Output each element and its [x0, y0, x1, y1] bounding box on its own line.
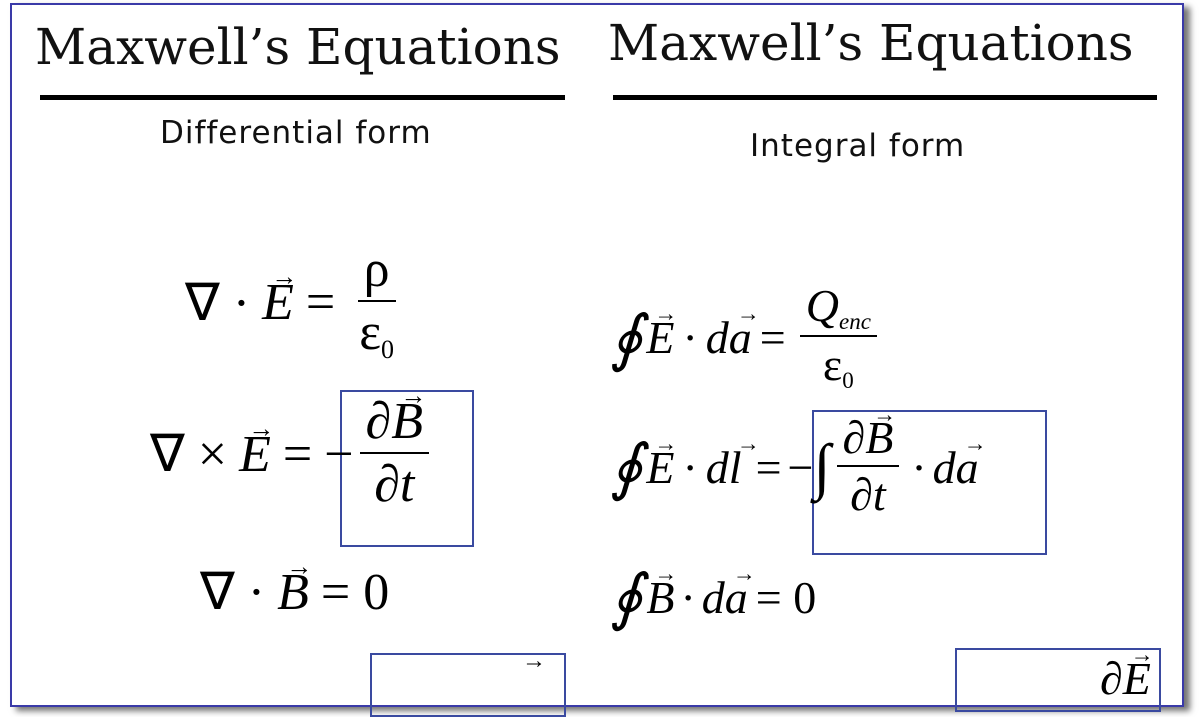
partial: ∂: [365, 393, 392, 450]
gauss-magnetism-differential: ∇ · B = 0: [200, 552, 390, 622]
integral: ∫: [813, 432, 831, 501]
magnetic-field-vector: B: [646, 561, 677, 624]
contour-integral: ∮: [610, 434, 643, 503]
fraction: ρ ε0: [353, 240, 400, 365]
equals-sign: =: [305, 274, 336, 332]
gauss-magnetism-integral: ∮ B · da = 0: [610, 560, 816, 634]
area-vector: a: [956, 431, 987, 494]
magnetic-field-vector: B: [865, 402, 896, 465]
highlight-box: [812, 410, 1047, 555]
partial: ∂: [1100, 653, 1123, 704]
minus-sign: −: [787, 441, 814, 493]
subscript: enc: [838, 309, 871, 335]
del-cross-operator: ∇ ×: [150, 426, 228, 484]
denominator: ε0: [817, 337, 860, 395]
fraction: Qenc ε0: [799, 280, 877, 395]
subscript: 0: [381, 334, 395, 364]
differential: d: [701, 571, 725, 623]
right-title-underline: [613, 95, 1157, 100]
area-vector: a: [729, 301, 760, 364]
epsilon: ε: [359, 303, 382, 361]
left-title-underline: [40, 95, 565, 100]
faraday-law-differential: ∇ × E = − ∂B ∂t: [150, 381, 435, 516]
differential: d: [705, 312, 729, 364]
electric-field-vector: E: [262, 262, 297, 332]
del-dot-operator: ∇ ·: [185, 274, 251, 332]
dot: ·: [682, 312, 698, 364]
numerator: ∂B: [359, 381, 430, 454]
fraction: ∂B ∂t: [359, 381, 430, 516]
partial: ∂: [842, 412, 866, 463]
equals-zero: = 0: [320, 563, 390, 621]
differential: d: [705, 441, 729, 493]
dot: ·: [682, 441, 698, 493]
denominator: ∂t: [850, 468, 886, 520]
electric-field-vector: E: [1123, 642, 1154, 705]
gauss-law-differential: ∇ · E = ρ ε0: [185, 240, 406, 365]
denominator: ε0: [353, 302, 400, 365]
partial-e-fragment: ∂E: [1100, 642, 1154, 705]
equals-sign: =: [759, 312, 786, 364]
differential: d: [932, 441, 956, 493]
area-vector: a: [725, 561, 756, 624]
minus-sign: −: [324, 425, 354, 483]
dot: ·: [911, 441, 927, 493]
electric-field-vector: E: [646, 301, 677, 364]
left-subtitle: Differential form: [160, 115, 432, 151]
magnetic-field-vector: B: [391, 381, 426, 452]
numerator: Qenc: [799, 280, 877, 338]
charge: Q: [805, 280, 839, 331]
epsilon: ε: [822, 339, 843, 391]
contour-integral: ∮: [610, 304, 643, 373]
numerator: ∂B: [836, 402, 900, 467]
equals-zero: = 0: [755, 571, 817, 623]
gauss-law-integral: ∮ E · da = Qenc ε0: [610, 280, 883, 395]
slide-frame: [10, 3, 1184, 707]
equals-sign: =: [755, 441, 782, 493]
left-title: Maxwell’s Equations: [35, 18, 561, 76]
electric-field-vector: E: [646, 431, 677, 494]
magnetic-field-vector: B: [277, 552, 312, 622]
subscript: 0: [842, 368, 854, 394]
dot: ·: [680, 571, 696, 623]
equals-sign: =: [282, 425, 313, 483]
right-title: Maxwell’s Equations: [608, 14, 1134, 72]
del-dot-operator: ∇ ·: [200, 564, 266, 621]
vector-arrow-icon: →: [522, 648, 546, 674]
contour-integral: ∮: [610, 564, 643, 632]
right-subtitle: Integral form: [750, 128, 966, 164]
electric-field-vector: E: [239, 414, 274, 484]
faraday-law-integral: ∮ E · dl = − ∫ ∂B ∂t · da: [610, 402, 987, 522]
length-vector: l: [729, 431, 760, 494]
fraction: ∂B ∂t: [836, 402, 900, 522]
denominator: ∂t: [374, 455, 415, 513]
charge-density: ρ: [357, 240, 396, 302]
